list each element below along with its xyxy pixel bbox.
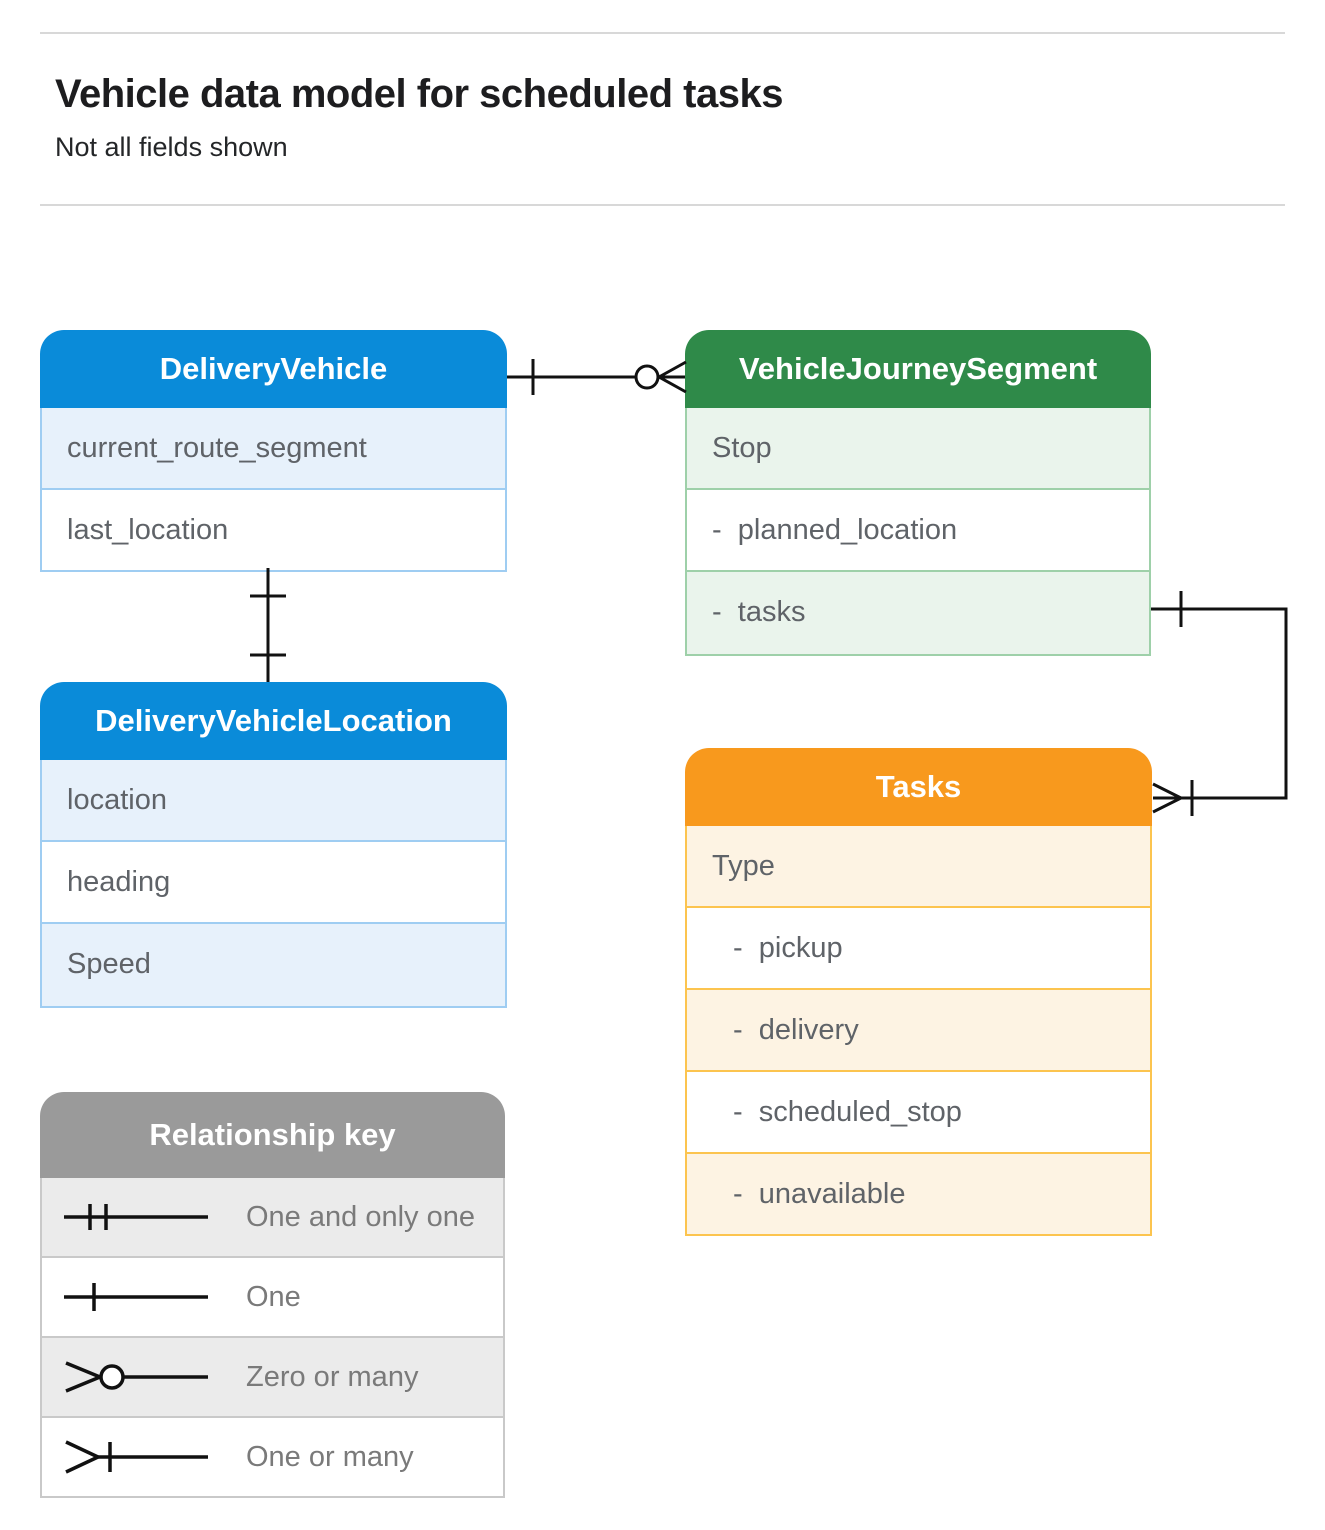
- one-or-many-icon: [65, 1440, 208, 1474]
- entity-card-vehicle-journey-segment: VehicleJourneySegment Stop - planned_loc…: [685, 330, 1151, 656]
- legend-label: One: [246, 1280, 301, 1313]
- entity-field-row: - tasks: [687, 570, 1149, 654]
- entity-title: VehicleJourneySegment: [738, 351, 1098, 386]
- entity-field-row: Speed: [42, 922, 505, 1006]
- entity-field-row: - pickup: [687, 906, 1150, 988]
- legend-label: One or many: [246, 1440, 414, 1473]
- legend-label: Zero or many: [246, 1360, 419, 1393]
- entity-field-list: Type - pickup - delivery - scheduled_sto…: [685, 826, 1152, 1236]
- header-divider: [40, 204, 1285, 206]
- one-icon: [64, 1283, 208, 1311]
- entity-field-row: - scheduled_stop: [687, 1070, 1150, 1152]
- entity-field-list: location heading Speed: [40, 760, 507, 1008]
- legend-title: Relationship key: [149, 1117, 396, 1152]
- entity-field-row: - delivery: [687, 988, 1150, 1070]
- legend-row: One or many: [42, 1416, 503, 1496]
- legend-row-list: One and only one One: [40, 1178, 505, 1498]
- legend-header: Relationship key: [40, 1092, 505, 1178]
- legend-row: One: [42, 1256, 503, 1336]
- legend-label: One and only one: [246, 1200, 475, 1233]
- entity-field-row: Type: [687, 826, 1150, 906]
- entity-header: VehicleJourneySegment: [685, 330, 1151, 408]
- entity-title: Tasks: [875, 769, 962, 804]
- legend-row: One and only one: [42, 1178, 503, 1256]
- legend-row: Zero or many: [42, 1336, 503, 1416]
- entity-field-row: current_route_segment: [42, 408, 505, 488]
- entity-header: Tasks: [685, 748, 1152, 826]
- entity-field-list: Stop - planned_location - tasks: [685, 408, 1151, 656]
- page-title: Vehicle data model for scheduled tasks: [55, 72, 783, 116]
- entity-header: DeliveryVehicleLocation: [40, 682, 507, 760]
- entity-field-row: - unavailable: [687, 1152, 1150, 1234]
- connector-deliveryvehicle-vehiclejourneysegment: [507, 359, 686, 395]
- entity-card-delivery-vehicle: DeliveryVehicle current_route_segment la…: [40, 330, 507, 572]
- zero-or-many-icon: [65, 1361, 208, 1393]
- entity-field-list: current_route_segment last_location: [40, 408, 507, 572]
- entity-title: DeliveryVehicleLocation: [95, 703, 452, 738]
- connector-deliveryvehicle-deliveryvehiclelocation: [250, 568, 286, 682]
- one-and-only-one-icon: [64, 1204, 208, 1230]
- connector-vehiclejourneysegment-tasks: [1151, 591, 1286, 816]
- entity-title: DeliveryVehicle: [159, 351, 388, 386]
- top-divider: [40, 32, 1285, 34]
- entity-field-row: heading: [42, 840, 505, 922]
- entity-card-delivery-vehicle-location: DeliveryVehicleLocation location heading…: [40, 682, 507, 1008]
- page-subtitle: Not all fields shown: [55, 132, 288, 162]
- entity-field-row: location: [42, 760, 505, 840]
- entity-field-row: last_location: [42, 488, 505, 570]
- entity-field-row: Stop: [687, 408, 1149, 488]
- legend-card: Relationship key One and only one: [40, 1092, 505, 1498]
- entity-card-tasks: Tasks Type - pickup - delivery - schedul…: [685, 748, 1152, 1236]
- entity-field-row: - planned_location: [687, 488, 1149, 570]
- entity-header: DeliveryVehicle: [40, 330, 507, 408]
